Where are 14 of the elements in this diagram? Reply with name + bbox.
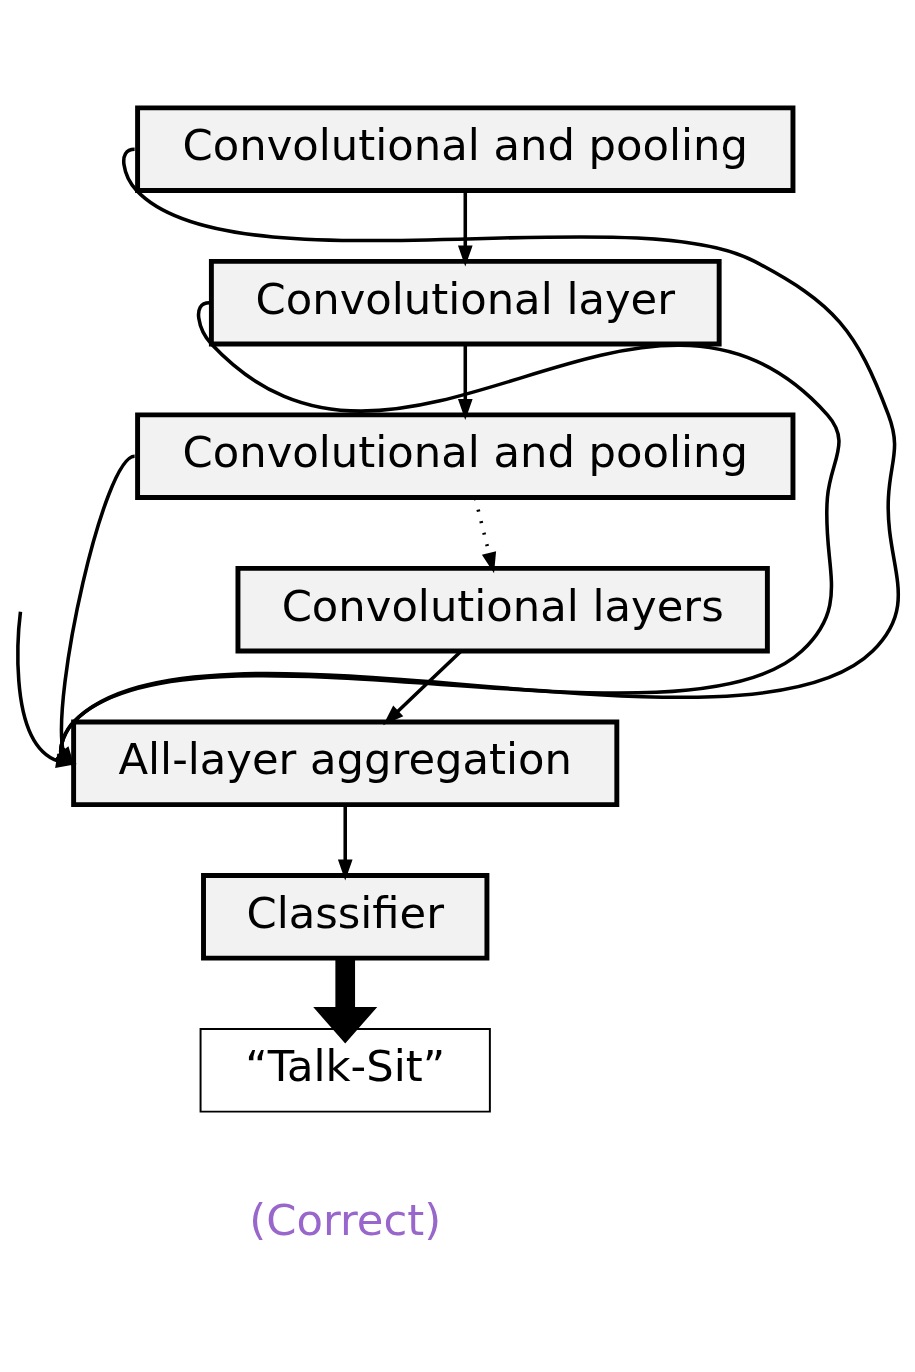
arrow [473,497,497,573]
arrow [313,958,378,1044]
arrow [383,650,462,725]
arrow [457,190,473,266]
node-box: Classifier [201,872,490,961]
node-box: Convolutional and pooling [135,411,796,500]
arrow [337,804,353,880]
arrow [457,344,473,420]
node-box: “Talk-Sit” [199,1027,491,1113]
node-box: All-layer aggregation [71,718,620,807]
node-box: Convolutional and pooling [135,104,796,193]
node-box: Convolutional layers [235,565,770,654]
node-label: (Correct) [249,1194,442,1245]
node-box: Convolutional layer [208,258,722,346]
